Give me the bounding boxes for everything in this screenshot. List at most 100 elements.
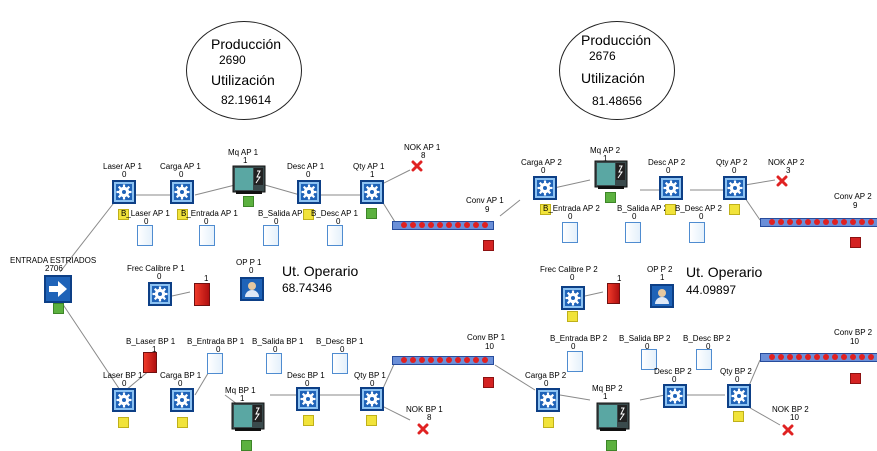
b-laser-ap1-count: 0: [144, 217, 149, 226]
red-x-icon[interactable]: [782, 424, 794, 436]
desc-bp2-station[interactable]: [663, 384, 687, 408]
carga-ap1-station[interactable]: [170, 180, 194, 204]
conveyor-item: [769, 354, 775, 360]
qty-bp1-count: 0: [370, 379, 375, 388]
mq-ap1-machine[interactable]: [232, 165, 266, 195]
desc-ap2-station[interactable]: [659, 176, 683, 200]
qty-ap2-count: 0: [732, 166, 737, 175]
conveyor-item: [841, 354, 847, 360]
b-salida-ap1-buffer[interactable]: [263, 225, 279, 246]
desc-ap1-station[interactable]: [297, 180, 321, 204]
operator-icon[interactable]: [240, 277, 264, 301]
carga-bp2-station[interactable]: [536, 388, 560, 412]
b-salida-bp1-buffer[interactable]: [266, 353, 282, 374]
frec-calibre-p2-status: [567, 311, 578, 322]
gear-icon: [537, 180, 553, 196]
conveyor-item: [778, 219, 784, 225]
op-p2-label: OP P 2: [647, 265, 673, 274]
ut-operario-value-1: 68.74346: [282, 281, 333, 295]
laser-ap1-station[interactable]: [112, 180, 136, 204]
conveyor-item: [859, 354, 865, 360]
conv-ap2-status: [850, 237, 861, 248]
machine-icon: [231, 402, 265, 431]
b-desc-bp1-buffer[interactable]: [332, 353, 348, 374]
operator-icon[interactable]: [650, 284, 674, 308]
utilizacion-value-1: 82.19614: [221, 93, 272, 107]
conveyor-item: [437, 222, 443, 228]
mq-ap1-count: 1: [243, 156, 248, 165]
b-laser-bp1-label: B_Laser BP 1: [126, 337, 176, 346]
b-desc-ap1-buffer[interactable]: [327, 225, 343, 246]
carga-ap2-station[interactable]: [533, 176, 557, 200]
b-entrada-bp2-buffer[interactable]: [567, 351, 583, 372]
laser-bp1-status: [118, 417, 129, 428]
red-x-icon[interactable]: [776, 175, 788, 187]
b-salida-ap2-buffer[interactable]: [625, 222, 641, 243]
nok-ap2-count: 3: [786, 166, 791, 175]
desc-ap2-status: [665, 204, 676, 215]
qty-ap2-station[interactable]: [723, 176, 747, 200]
qty-ap1-station[interactable]: [360, 180, 384, 204]
red-x-icon[interactable]: [411, 160, 423, 172]
b-desc-bp2-buffer[interactable]: [696, 349, 712, 370]
conveyor-item: [428, 357, 434, 363]
conv-bp1-conveyor[interactable]: [392, 356, 494, 365]
conv-ap1-label: Conv AP 1: [466, 196, 504, 205]
qty-bp1-station[interactable]: [360, 387, 384, 411]
b-salida-bp1-label: B_Salida BP 1: [252, 337, 304, 346]
b-entrada-bp1-buffer[interactable]: [207, 353, 223, 374]
conv-bp2-count: 10: [850, 337, 859, 346]
carga-bp1-station[interactable]: [170, 388, 194, 412]
entrada-source[interactable]: [44, 275, 72, 303]
laser-bp1-station[interactable]: [112, 388, 136, 412]
desc-bp1-count: 0: [305, 379, 310, 388]
conv-ap1-conveyor[interactable]: [392, 221, 494, 230]
b-desc-bp2-label: B_Desc BP 2: [683, 334, 731, 343]
desc-bp1-label: Desc BP 1: [287, 371, 325, 380]
b-salida-ap2-label: B_Salida AP 2: [617, 204, 669, 213]
conveyor-item: [410, 357, 416, 363]
qty-ap2-label: Qty AP 2: [716, 158, 748, 167]
red-x-icon[interactable]: [417, 423, 429, 435]
desc-bp1-station[interactable]: [296, 387, 320, 411]
b-entrada-ap2-label: B_Entrada AP 2: [543, 204, 600, 213]
conveyor-item: [473, 222, 479, 228]
b-entrada-ap2-buffer[interactable]: [562, 222, 578, 243]
conveyor-item: [428, 222, 434, 228]
conv-bp2-conveyor[interactable]: [760, 353, 877, 362]
carga-bp2-label: Carga BP 2: [525, 371, 567, 380]
conveyor-item: [410, 222, 416, 228]
mq-ap2-machine[interactable]: [594, 160, 628, 190]
qty-bp2-station[interactable]: [727, 384, 751, 408]
frec-calibre-p1-station[interactable]: [148, 282, 172, 306]
nok-ap2-label: NOK AP 2: [768, 158, 805, 167]
conveyor-item: [464, 222, 470, 228]
desc-bp2-count: 0: [672, 375, 677, 384]
b-laser-bp1-buffer[interactable]: [143, 352, 157, 373]
qty-ap1-status: [366, 208, 377, 219]
desc-ap2-count: 0: [666, 166, 671, 175]
mq-bp2-machine[interactable]: [596, 402, 630, 432]
op-p1-label: OP P 1: [236, 258, 262, 267]
ut-operario-label-2: Ut. Operario: [686, 264, 763, 280]
conveyor-item: [787, 354, 793, 360]
conveyor-item: [814, 354, 820, 360]
conveyor-item: [482, 222, 488, 228]
conveyor-item: [401, 222, 407, 228]
b-desc-ap2-buffer[interactable]: [689, 222, 705, 243]
mq-bp1-machine[interactable]: [231, 402, 265, 432]
carga-ap1-count: 0: [179, 170, 184, 179]
conveyor-item: [455, 222, 461, 228]
produccion-value-1: 2690: [219, 53, 246, 67]
b-laser-ap1-buffer[interactable]: [137, 225, 153, 246]
nok-ap1-count: 8: [421, 151, 426, 160]
b-entrada-ap1-buffer[interactable]: [199, 225, 215, 246]
frec-calibre-p2-station[interactable]: [561, 286, 585, 310]
b-salida-bp2-buffer[interactable]: [641, 349, 657, 370]
conv-ap2-conveyor[interactable]: [760, 218, 877, 227]
machine-icon: [596, 402, 630, 431]
carga-ap1-label: Carga AP 1: [160, 162, 201, 171]
ut-operario-value-2: 44.09897: [686, 283, 737, 297]
